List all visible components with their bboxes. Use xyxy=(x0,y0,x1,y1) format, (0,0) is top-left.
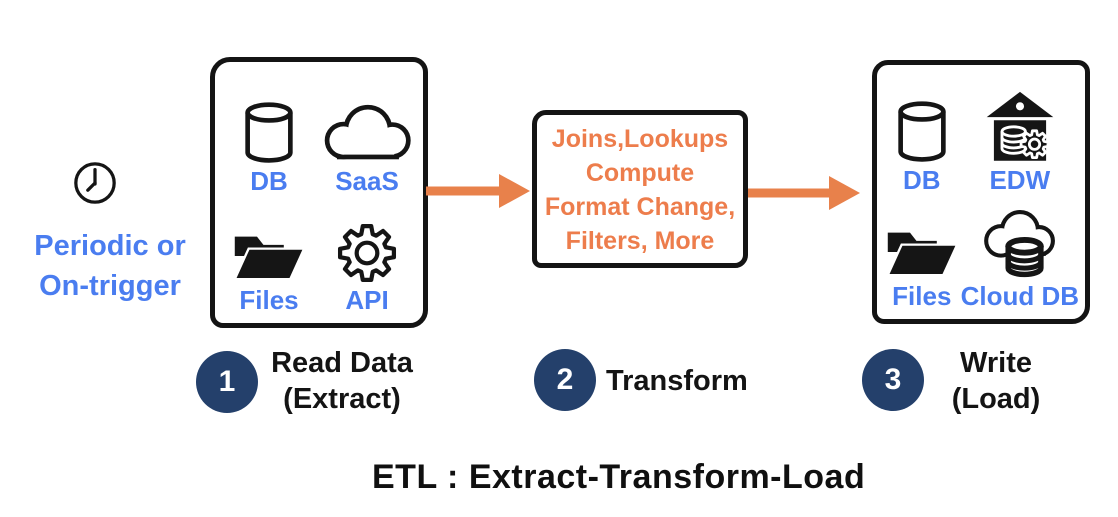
arrow-extract-to-transform xyxy=(426,174,530,208)
step-number: 2 xyxy=(556,363,574,396)
source-api: API xyxy=(317,196,417,315)
cloud-database-icon xyxy=(980,210,1060,279)
source-label: Files xyxy=(239,285,299,315)
step-badge-1: 1 xyxy=(196,351,258,413)
step-caption-line2: (Load) xyxy=(951,383,1041,415)
arrow-transform-to-load xyxy=(748,176,860,210)
folder-icon xyxy=(885,225,959,279)
trigger-label: Periodic or On-trigger xyxy=(8,226,212,306)
step-caption-line1: Write xyxy=(960,347,1032,379)
database-icon xyxy=(243,101,295,164)
folder-icon xyxy=(232,229,306,283)
source-files: Files xyxy=(221,196,317,315)
step-number: 1 xyxy=(218,365,236,398)
destination-label: DB xyxy=(903,165,941,195)
transform-line: Format Change, xyxy=(544,193,736,221)
source-label: SaaS xyxy=(335,165,399,196)
clock-icon xyxy=(74,162,116,204)
step-number: 3 xyxy=(884,363,902,396)
step-caption-line2: (Extract) xyxy=(283,383,401,415)
step-caption-2: Transform xyxy=(606,345,766,417)
load-destinations-box: DB xyxy=(872,60,1090,324)
destination-label: Files xyxy=(892,281,952,311)
source-label: API xyxy=(345,285,389,315)
transform-line: Filters, More xyxy=(565,227,715,255)
source-saas: SaaS xyxy=(317,76,417,196)
extract-sources-box: DB SaaS xyxy=(210,57,428,328)
step-caption-1: Read Data (Extract) xyxy=(262,345,422,417)
trigger-line1: Periodic or xyxy=(34,230,186,262)
step-caption-line1: Read Data xyxy=(271,347,413,379)
destination-db: DB xyxy=(883,79,961,195)
destination-label: Cloud DB xyxy=(960,281,1079,311)
diagram-title: ETL : Extract-Transform-Load xyxy=(372,458,866,496)
transform-line: Joins,Lookups xyxy=(551,125,729,153)
gear-icon xyxy=(337,223,397,283)
step-badge-3: 3 xyxy=(862,349,924,411)
warehouse-icon xyxy=(984,91,1056,163)
destination-cloud-db: Cloud DB xyxy=(961,195,1079,311)
trigger-line2: On-trigger xyxy=(39,270,181,302)
step-badge-2: 2 xyxy=(534,349,596,411)
destination-label: EDW xyxy=(989,165,1051,195)
source-db: DB xyxy=(221,76,317,196)
destination-edw: EDW xyxy=(961,79,1079,195)
cloud-icon xyxy=(317,102,417,164)
step-caption-3: Write (Load) xyxy=(936,345,1056,417)
transform-line: Compute xyxy=(585,159,695,187)
destination-files: Files xyxy=(883,195,961,311)
transform-box: Joins,Lookups Compute Format Change, Fil… xyxy=(532,110,748,268)
database-icon xyxy=(896,101,948,163)
source-label: DB xyxy=(250,165,288,196)
step-caption-line1: Transform xyxy=(606,365,748,397)
